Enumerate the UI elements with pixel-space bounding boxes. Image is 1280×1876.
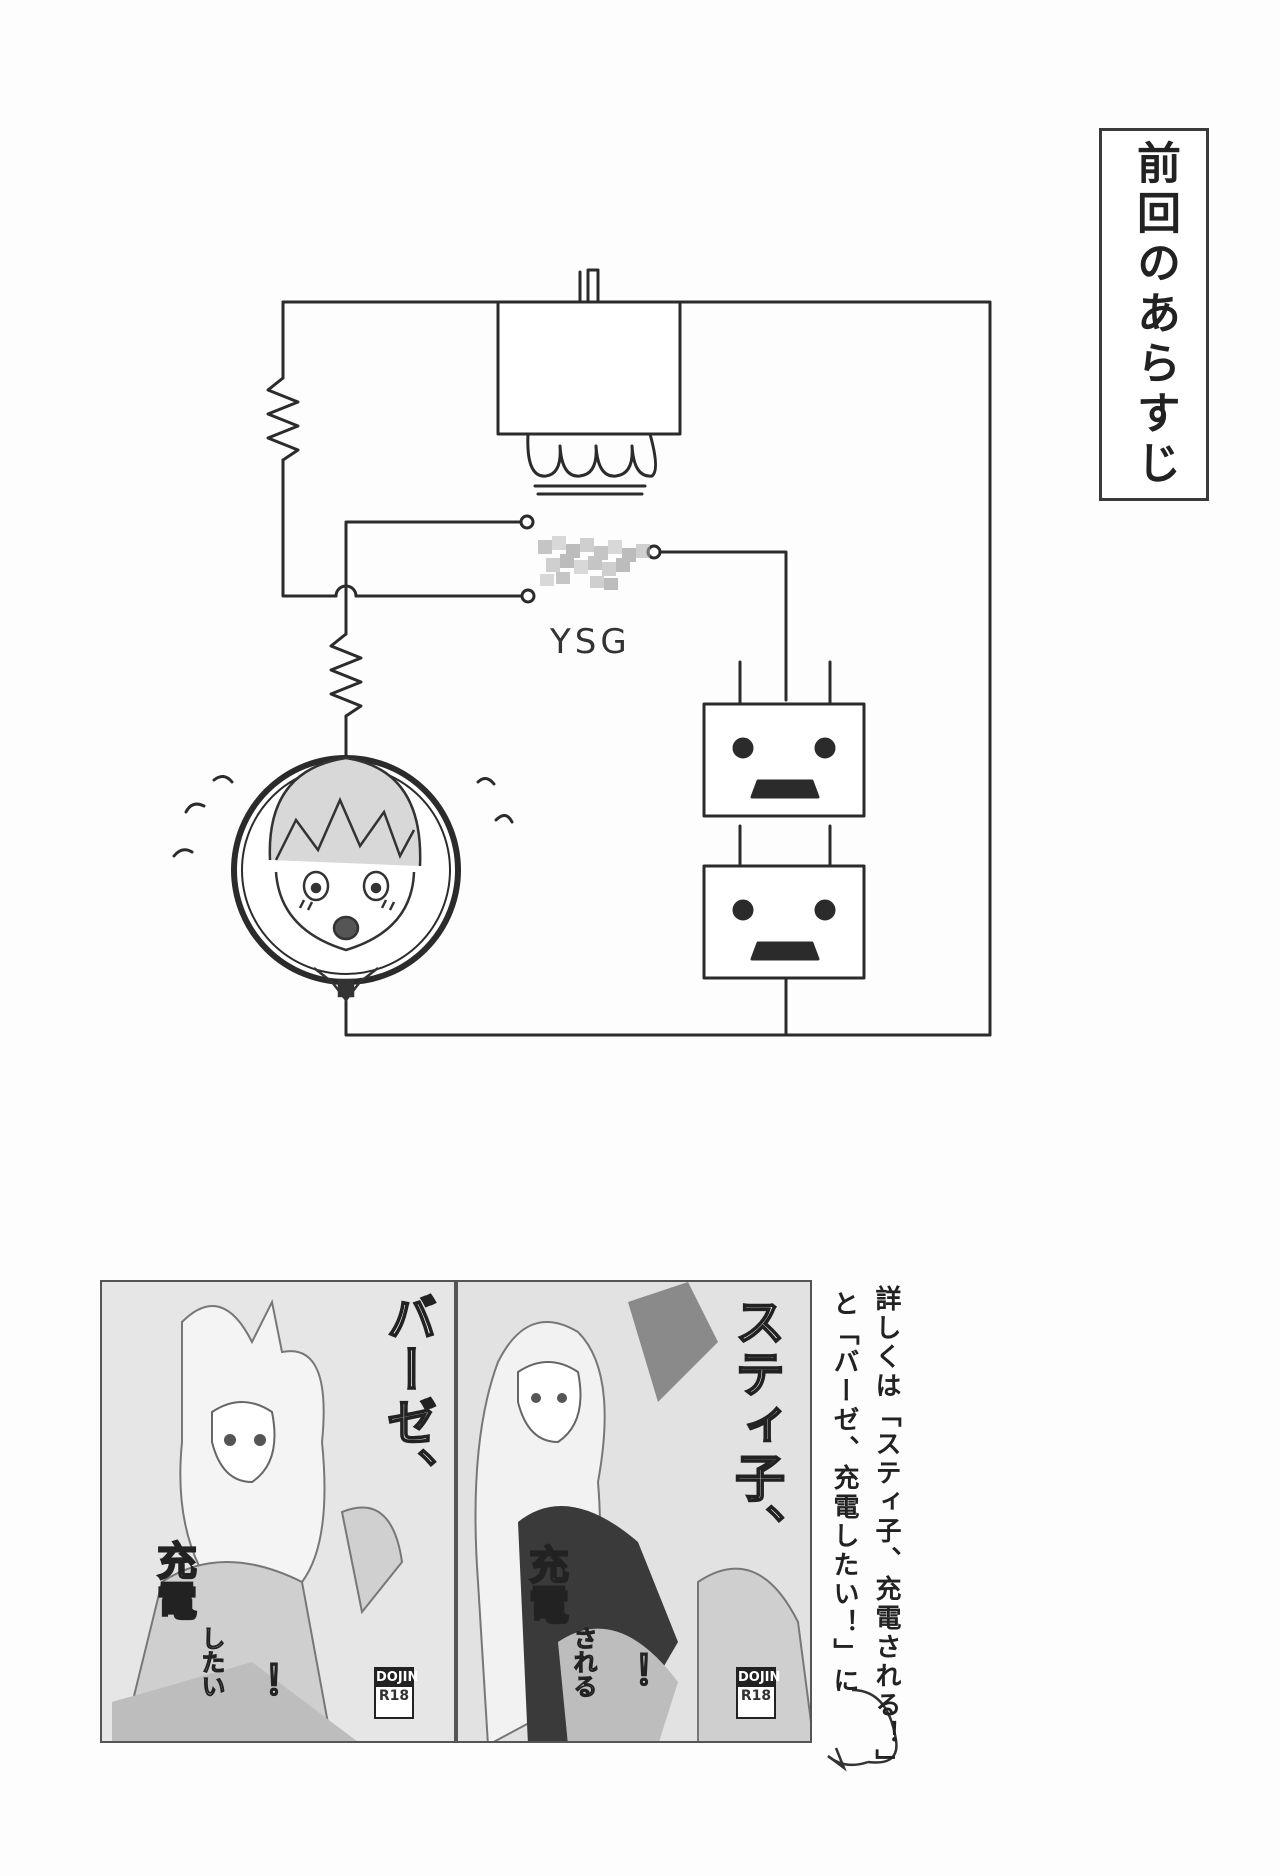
cover-image-stiko: スティ子、 充電 される ！ DOJIN R18 (456, 1280, 812, 1743)
rating-label: R18 (740, 1688, 772, 1704)
filament-coil (526, 432, 657, 478)
resistor-top-icon (266, 376, 300, 462)
cover-subtitle-main: 充電 (149, 1539, 197, 1621)
rating-top: DOJIN (376, 1669, 419, 1687)
resistor-bottom-icon (329, 632, 363, 718)
rating-badge: DOJIN R18 (736, 1667, 781, 1719)
battery-face-2 (702, 824, 866, 980)
switch-label: YSG (550, 622, 631, 662)
cover-subtitle-small: したい (197, 1626, 226, 1699)
title-box: 前回のあらすじ (1099, 128, 1209, 501)
curved-arrow-icon (851, 1688, 898, 1764)
cover-image-barze: バーゼ、 充電 したい ！ DOJIN R18 (100, 1280, 456, 1743)
cover-illustration (102, 1282, 454, 1741)
rating-label: R18 (378, 1688, 410, 1704)
left-wire-bottom (281, 458, 338, 598)
rating-top: DOJIN (738, 1669, 781, 1687)
battery-face-1 (702, 660, 866, 818)
censored-component (538, 536, 650, 590)
flustered-marks-icon (172, 775, 514, 858)
switch-right-wire (658, 550, 788, 702)
rating-badge: DOJIN R18 (374, 1667, 419, 1719)
cover-subtitle-main: 充電 (521, 1543, 569, 1625)
cover-exclaim: ！ (607, 1651, 655, 1693)
switch-contact-lower (520, 588, 536, 604)
cover-illustration (458, 1282, 810, 1741)
note-line-2: と「バーゼ、充電したい！」に (829, 1290, 859, 1696)
note-line-1: 詳しくは「スティ子、充電される！」 (871, 1285, 901, 1778)
cover-title: バーゼ、 (378, 1291, 438, 1501)
character-face-icon (268, 756, 422, 1003)
switch-upper-wire (344, 520, 523, 580)
vacuum-tube-box (496, 300, 682, 436)
switch-contact-upper (519, 514, 535, 530)
bottom-wire (344, 976, 992, 1037)
cover-exclaim: ！ (237, 1661, 285, 1703)
title-text: 前回のあらすじ (1129, 139, 1180, 490)
cover-subtitle-small: される (569, 1626, 598, 1699)
cover-title: スティ子、 (726, 1295, 786, 1557)
top-wire-right (596, 300, 992, 1037)
